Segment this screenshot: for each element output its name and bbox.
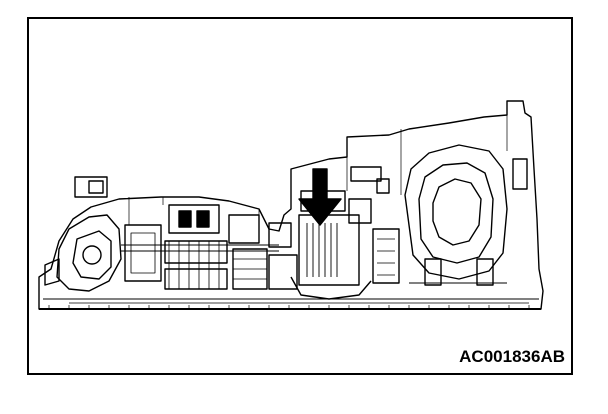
- figure-code-label: AC001836AB: [459, 347, 565, 366]
- arrow-down-icon: [298, 168, 342, 226]
- gear-stack: [121, 204, 298, 290]
- detail-lines: [48, 115, 530, 309]
- left-cover: [44, 176, 122, 292]
- figure-frame: AC001836AB: [27, 17, 573, 375]
- right-drum: [404, 144, 528, 286]
- transmission-cross-section-drawing: [38, 100, 544, 310]
- housing-outline: [38, 100, 544, 310]
- center-clutch-pack: [290, 166, 400, 300]
